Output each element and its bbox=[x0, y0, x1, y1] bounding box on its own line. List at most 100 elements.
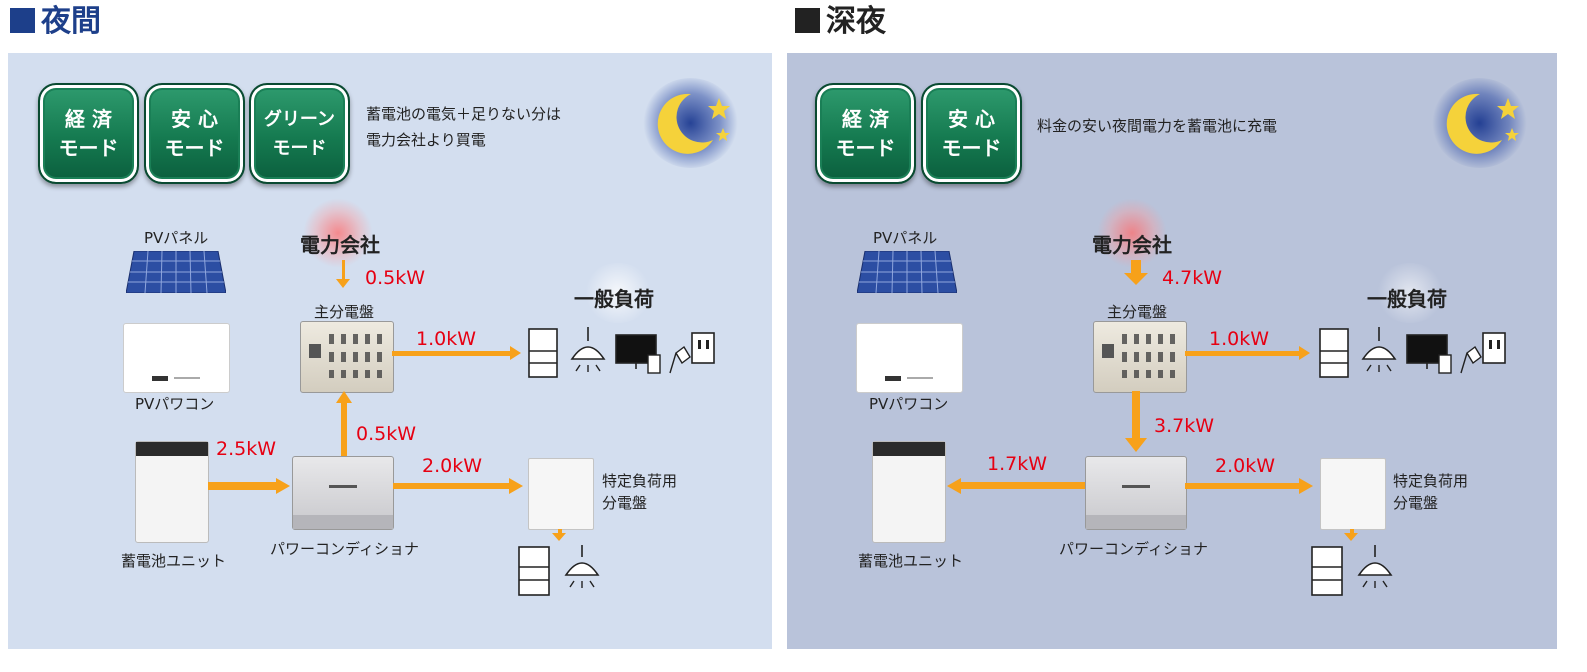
mode-line1: グリーン bbox=[263, 108, 336, 130]
mode-badge-green: グリーン モード bbox=[249, 83, 350, 184]
night-panel: 経 済 モード 安 心 モード グリーン モード 蓄電池の電気＋足りない分は 電… bbox=[8, 53, 772, 649]
midnight-heading-text: 深夜 bbox=[826, 4, 886, 39]
special-to-load-arrow bbox=[1350, 529, 1354, 535]
load-glow bbox=[583, 263, 653, 323]
pv-inverter-label: PVパワコン bbox=[869, 395, 949, 413]
mode-line2: モード bbox=[835, 135, 896, 160]
pcs-to-special-arrow bbox=[393, 483, 511, 489]
description-line: 電力会社より買電 bbox=[366, 131, 486, 149]
pcs-to-special-arrowhead bbox=[509, 478, 523, 494]
main-to-load-arrowhead bbox=[1299, 346, 1310, 360]
pv-panel-label: PVパネル bbox=[144, 229, 209, 247]
night-heading-text: 夜間 bbox=[41, 4, 101, 39]
flow-main-to-load: 1.0kW bbox=[1209, 328, 1270, 350]
special-board-line: 特定負荷用 bbox=[1393, 472, 1469, 490]
main-to-load-arrow bbox=[392, 351, 512, 356]
load-glow bbox=[1375, 263, 1445, 323]
main-board-icon bbox=[300, 321, 394, 393]
pcs-to-special-arrowhead bbox=[1299, 478, 1313, 494]
special-board-label: 特定負荷用 分電盤 bbox=[602, 470, 677, 514]
mode-line1: 経 済 bbox=[65, 106, 112, 131]
flow-pcs-to-special: 2.0kW bbox=[422, 455, 483, 477]
main-to-pcs-arrow bbox=[1132, 391, 1140, 439]
utility-to-main-arrowhead bbox=[1124, 273, 1148, 285]
mode-line2: モード bbox=[941, 135, 1002, 160]
mode-badge-safety: 安 心 モード bbox=[921, 83, 1022, 184]
pcs-to-battery-arrowhead bbox=[947, 478, 961, 494]
special-to-load-arrowhead bbox=[552, 533, 566, 541]
special-load-appliances-icon bbox=[1311, 545, 1393, 596]
utility-glow bbox=[1097, 198, 1167, 268]
general-load-appliances-icon bbox=[528, 327, 715, 378]
main-board-label: 主分電盤 bbox=[314, 303, 375, 321]
general-load-appliances-icon bbox=[1319, 327, 1506, 378]
mode-line2: モード bbox=[58, 135, 119, 160]
utility-glow bbox=[303, 198, 373, 268]
mode-line2: モード bbox=[272, 137, 327, 159]
utility-to-main-arrowhead bbox=[336, 279, 350, 288]
utility-to-main-arrow bbox=[1131, 260, 1141, 274]
battery-to-pcs-arrow bbox=[208, 482, 278, 490]
main-board-icon bbox=[1093, 321, 1187, 393]
square-bullet-icon bbox=[795, 8, 820, 33]
main-to-load-arrowhead bbox=[510, 346, 521, 360]
special-board-line: 特定負荷用 bbox=[602, 472, 678, 490]
moon-stars-icon bbox=[1432, 78, 1532, 168]
pcs-to-battery-arrow bbox=[961, 482, 1085, 489]
special-board-line: 分電盤 bbox=[1393, 494, 1439, 512]
description-line: 蓄電池の電気＋足りない分は bbox=[366, 105, 562, 123]
flow-pcs-to-battery: 1.7kW bbox=[987, 453, 1048, 475]
flow-pcs-to-special: 2.0kW bbox=[1215, 455, 1276, 477]
special-to-load-arrowhead bbox=[1344, 533, 1358, 541]
special-board-label: 特定負荷用 分電盤 bbox=[1393, 470, 1468, 514]
pv-panel-label: PVパネル bbox=[873, 229, 938, 247]
mode-badge-economy: 経 済 モード bbox=[815, 83, 916, 184]
main-board-label: 主分電盤 bbox=[1107, 303, 1168, 321]
battery-unit-label: 蓄電池ユニット bbox=[858, 552, 964, 570]
flow-main-to-load: 1.0kW bbox=[416, 328, 477, 350]
flow-utility-to-main: 4.7kW bbox=[1162, 267, 1223, 289]
battery-unit-icon bbox=[872, 441, 946, 543]
mode-badge-safety: 安 心 モード bbox=[144, 83, 245, 184]
main-to-pcs-arrowhead bbox=[1125, 438, 1147, 452]
flow-battery-to-pcs: 2.5kW bbox=[216, 438, 277, 460]
pv-panel-icon bbox=[856, 250, 958, 294]
main-to-load-arrow bbox=[1185, 351, 1301, 356]
pv-inverter-icon bbox=[123, 323, 230, 393]
mode-line1: 経 済 bbox=[842, 106, 889, 131]
pcs-to-main-arrowhead bbox=[336, 391, 352, 403]
flow-main-to-pcs: 3.7kW bbox=[1154, 415, 1215, 437]
battery-to-pcs-arrowhead bbox=[276, 478, 290, 494]
midnight-description: 料金の安い夜間電力を蓄電池に充電 bbox=[1037, 113, 1277, 139]
utility-to-main-arrow bbox=[342, 260, 345, 280]
general-load-label: 一般負荷 bbox=[574, 287, 654, 311]
power-conditioner-label: パワーコンディショナ bbox=[1059, 540, 1208, 558]
flow-utility-to-main: 0.5kW bbox=[365, 267, 426, 289]
special-board-icon bbox=[1320, 458, 1386, 530]
night-heading: 夜間 bbox=[10, 2, 101, 42]
pv-inverter-icon bbox=[856, 323, 963, 393]
pv-panel-icon bbox=[125, 250, 227, 294]
pv-inverter-label: PVパワコン bbox=[135, 395, 215, 413]
night-description: 蓄電池の電気＋足りない分は 電力会社より買電 bbox=[366, 101, 561, 153]
mode-line1: 安 心 bbox=[948, 106, 995, 131]
battery-unit-label: 蓄電池ユニット bbox=[121, 552, 227, 570]
battery-unit-icon bbox=[135, 441, 209, 543]
flow-pcs-to-main: 0.5kW bbox=[356, 423, 417, 445]
power-conditioner-icon bbox=[292, 456, 394, 530]
midnight-panel: 経 済 モード 安 心 モード 料金の安い夜間電力を蓄電池に充電 PVパネル P… bbox=[787, 53, 1557, 649]
utility-label: 電力会社 bbox=[1092, 233, 1172, 257]
pcs-to-main-arrow bbox=[341, 403, 347, 456]
special-to-load-arrow bbox=[558, 529, 562, 535]
special-board-line: 分電盤 bbox=[602, 494, 648, 512]
general-load-label: 一般負荷 bbox=[1367, 287, 1447, 311]
mode-line1: 安 心 bbox=[171, 106, 218, 131]
moon-stars-icon bbox=[643, 78, 743, 168]
midnight-heading: 深夜 bbox=[795, 2, 886, 42]
special-load-appliances-icon bbox=[518, 545, 600, 596]
square-bullet-icon bbox=[10, 8, 35, 33]
mode-line2: モード bbox=[164, 135, 225, 160]
special-board-icon bbox=[528, 458, 594, 530]
description-line: 料金の安い夜間電力を蓄電池に充電 bbox=[1037, 117, 1278, 135]
mode-badge-economy: 経 済 モード bbox=[38, 83, 139, 184]
